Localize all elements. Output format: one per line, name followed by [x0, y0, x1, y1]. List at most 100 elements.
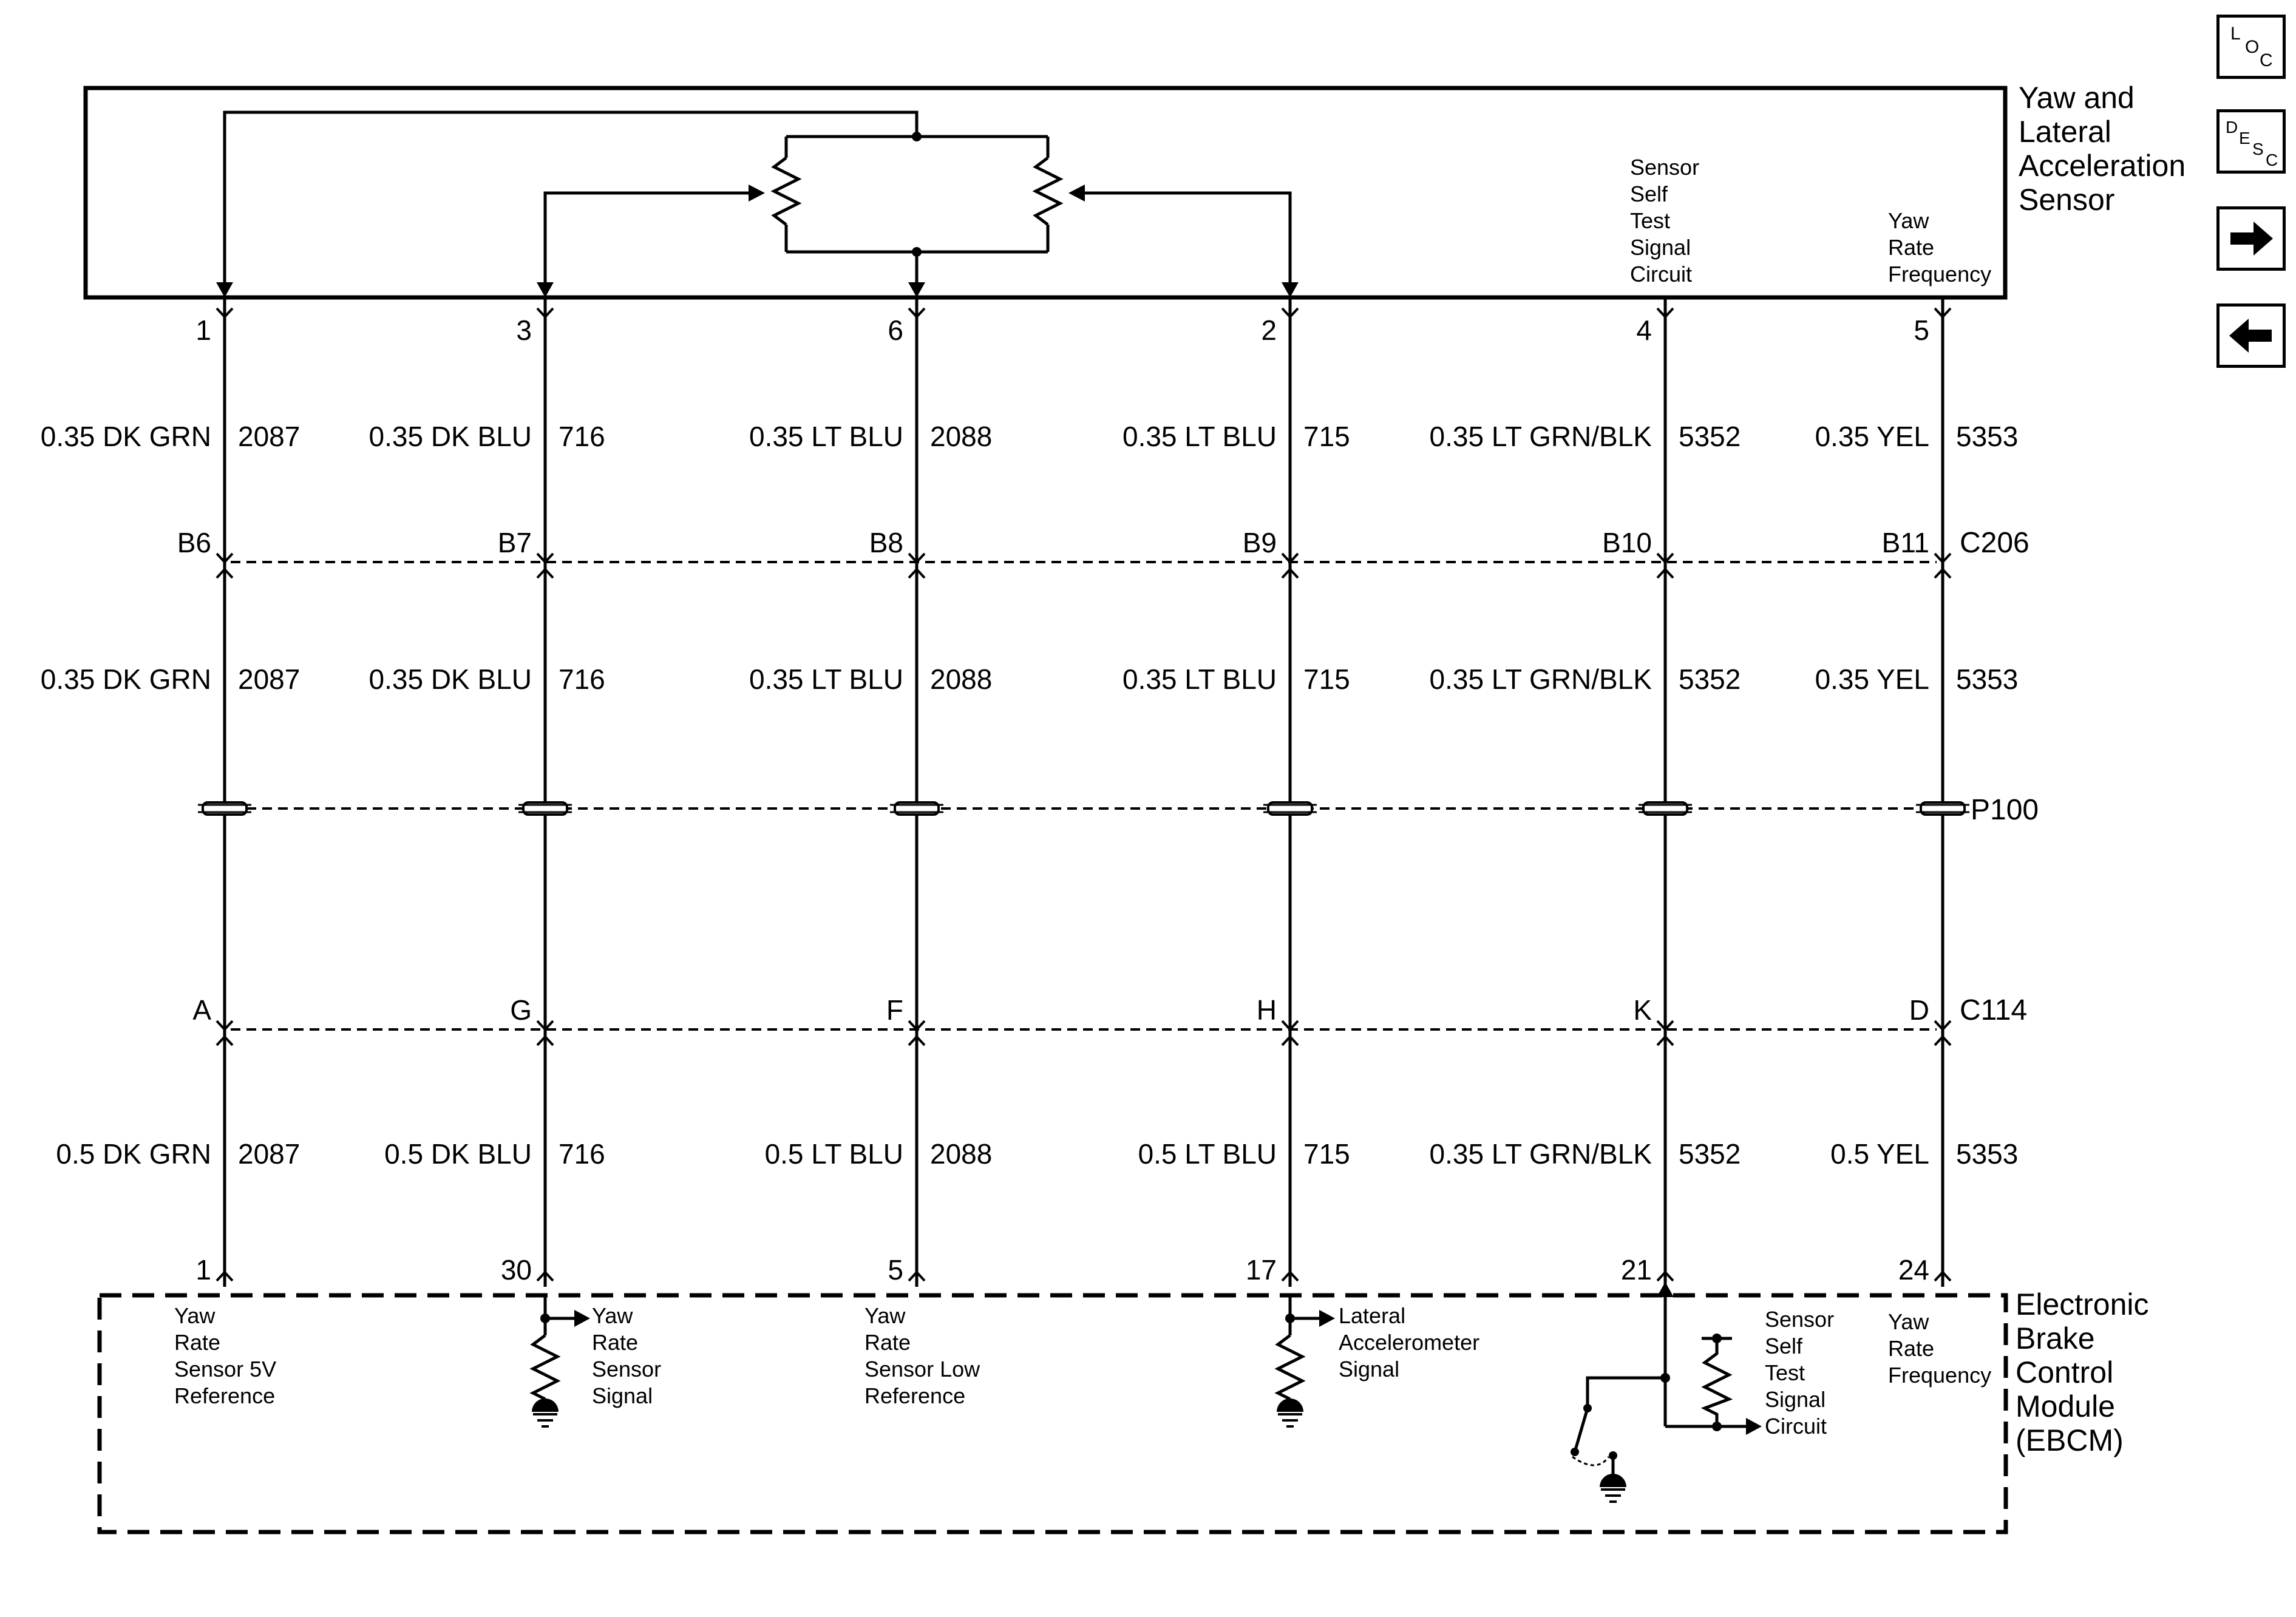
ebcm-terminal-description: Lateral: [1339, 1303, 1405, 1328]
c114-pin-label: D: [1909, 994, 1929, 1026]
c114-pin-label: A: [192, 994, 211, 1026]
sensor-self-test-label: Test: [1630, 208, 1670, 233]
c206-terminal-B6-lower: [216, 568, 234, 579]
sensor-internal-circuit: [216, 110, 1299, 297]
sensor-pin-label: 4: [1636, 314, 1652, 346]
c206-connector-label: C206: [1960, 527, 2029, 559]
wire-color-label: 0.5 LT BLU: [1138, 1138, 1277, 1170]
ebcm-terminal-description: Rate: [592, 1330, 638, 1355]
sensor-yaw-frequency-label: Frequency: [1888, 262, 1991, 286]
sensor-box: [83, 86, 2008, 300]
ebcm-terminal-description: Frequency: [1888, 1363, 1991, 1388]
ebcm-pin-label: 21: [1621, 1254, 1652, 1286]
c114-terminal-G: [536, 1020, 554, 1031]
ebcm-terminal-24: [1934, 1270, 1952, 1282]
wire-color-label: 0.35 YEL: [1815, 421, 1929, 452]
sensor-terminal-3: [536, 307, 554, 319]
c114-terminal-K: [1656, 1020, 1674, 1031]
circuit-number-label: 5353: [1956, 1138, 2018, 1170]
ebcm-pin-label: 17: [1246, 1254, 1277, 1286]
c114-terminal-D: [1934, 1020, 1952, 1031]
c206-terminal-B9: [1281, 552, 1299, 564]
circuit-number-label: 716: [559, 421, 605, 452]
ebcm-pin-label: 24: [1898, 1254, 1929, 1286]
wire-color-label: 0.35 LT BLU: [749, 421, 903, 452]
circuit-number-label: 2088: [930, 1138, 992, 1170]
sensor-pin-label: 3: [516, 314, 532, 346]
c206-pin-label: B9: [1243, 527, 1277, 558]
ebcm-terminal-description: Reference: [864, 1383, 965, 1408]
ebcm-title: Electronic: [2016, 1287, 2149, 1321]
ebcm-title: Module: [2016, 1389, 2115, 1423]
c206-terminal-B11-lower: [1934, 568, 1952, 579]
wire-color-label: 0.35 YEL: [1815, 663, 1929, 695]
nav-letter: C: [2266, 151, 2278, 169]
ebcm-pin-label: 5: [888, 1254, 903, 1286]
circuit-number-label: 716: [559, 1138, 605, 1170]
ebcm-yaw-signal-circuit: [529, 1295, 590, 1428]
c206-terminal-B7-lower: [536, 568, 554, 579]
ebcm-title: Brake: [2016, 1321, 2095, 1355]
ebcm-terminal-description: Signal: [592, 1383, 653, 1408]
ebcm-terminal-description: Sensor 5V: [174, 1357, 276, 1381]
sensor-terminal-6: [908, 307, 926, 319]
sensor-terminal-4: [1656, 307, 1674, 319]
wire-color-label: 0.35 DK GRN: [41, 421, 211, 452]
location-button[interactable]: L O C: [2216, 15, 2286, 79]
ebcm-terminal-description: Yaw: [1888, 1309, 1929, 1334]
arrow-left-icon: [2229, 319, 2272, 353]
ebcm-terminal-description: Self: [1765, 1334, 1803, 1358]
c206-terminal-B9-lower: [1281, 568, 1299, 579]
back-button[interactable]: [2216, 303, 2286, 368]
c114-terminal-A: [216, 1020, 234, 1031]
sensor-self-test-label: Circuit: [1630, 262, 1692, 286]
sensor-pin-label: 2: [1261, 314, 1277, 346]
ebcm-terminal-description: Rate: [1888, 1336, 1934, 1361]
circuit-number-label: 715: [1303, 421, 1350, 452]
ebcm-box: [97, 1293, 2008, 1534]
ebcm-terminal-description: Test: [1765, 1360, 1805, 1385]
wire-layer: [198, 297, 1969, 1295]
wire-color-label: 0.35 LT BLU: [1123, 663, 1277, 695]
desc-icon: D E S C: [2226, 118, 2278, 169]
circuit-number-label: 2088: [930, 663, 992, 695]
wire-color-label: 0.35 LT GRN/BLK: [1430, 421, 1652, 452]
c206-pin-label: B11: [1882, 527, 1929, 558]
nav-letter: S: [2252, 140, 2264, 158]
ebcm-terminal-17: [1281, 1270, 1299, 1282]
c206-terminal-B8-lower: [908, 568, 926, 579]
circuit-number-label: 715: [1303, 663, 1350, 695]
description-button[interactable]: D E S C: [2216, 109, 2286, 174]
circuit-number-label: 5353: [1956, 663, 2018, 695]
wire-color-label: 0.35 LT GRN/BLK: [1430, 1138, 1652, 1170]
circuit-number-label: 5353: [1956, 421, 2018, 452]
sensor-title: Yaw and: [2019, 81, 2135, 115]
arrow-right-icon: [2230, 222, 2273, 256]
c206-terminal-B8: [908, 552, 926, 564]
c114-terminal-G-lower: [536, 1035, 554, 1046]
c114-terminal-H: [1281, 1020, 1299, 1031]
wire-color-label: 0.35 DK GRN: [41, 663, 211, 695]
sensor-pin-label: 1: [195, 314, 211, 346]
nav-letter: C: [2260, 50, 2273, 70]
sensor-title: Sensor: [2019, 183, 2114, 217]
ebcm-terminal-description: Yaw: [864, 1303, 906, 1328]
c114-pin-label: G: [510, 994, 532, 1026]
sensor-pin-label: 5: [1914, 314, 1929, 346]
ebcm-terminal-description: Reference: [174, 1383, 275, 1408]
c206-terminal-B6: [216, 552, 234, 564]
c114-pin-label: K: [1633, 994, 1652, 1026]
wire-color-label: 0.5 DK BLU: [384, 1138, 532, 1170]
wire-color-label: 0.35 DK BLU: [369, 663, 532, 695]
circuit-number-label: 5352: [1679, 1138, 1741, 1170]
circuit-number-label: 5352: [1679, 421, 1741, 452]
ebcm-terminal-description: Yaw: [592, 1303, 633, 1328]
ebcm-pin-label: 30: [501, 1254, 532, 1286]
sensor-self-test-label: Signal: [1630, 235, 1691, 260]
c114-terminal-F-lower: [908, 1035, 926, 1046]
sensor-self-test-label: Self: [1630, 181, 1668, 206]
ebcm-terminal-5: [908, 1270, 926, 1282]
forward-button[interactable]: [2216, 206, 2286, 271]
